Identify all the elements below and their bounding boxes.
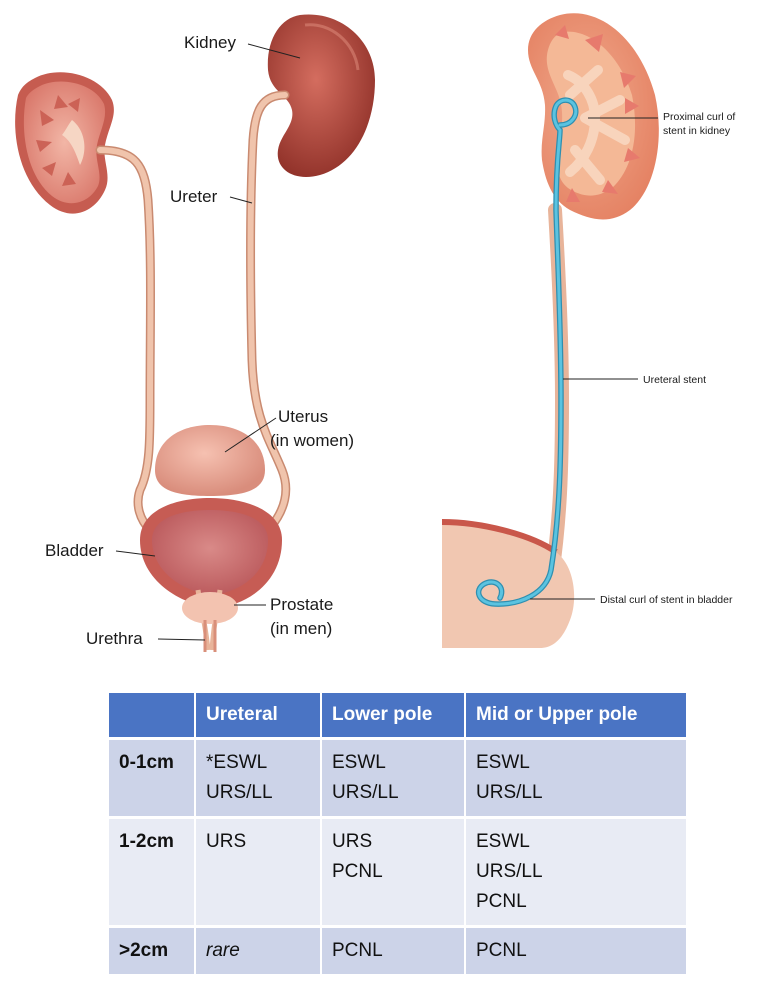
header-ureteral: Ureteral	[196, 693, 322, 740]
row-size: 0-1cm	[109, 740, 196, 819]
right-label-group: Proximal curl of stent in kidney Uretera…	[530, 111, 735, 606]
cell-line: ESWL	[476, 752, 530, 773]
cell-line: URS/LL	[476, 861, 543, 882]
urinary-tract-illustration: Kidney Ureter Uterus (in women) Bladder …	[15, 13, 735, 652]
label-distal-curl: Distal curl of stent in bladder	[600, 594, 733, 606]
label-uterus-line1: Uterus	[278, 407, 328, 426]
cell-mid-upper-pole: PCNL	[466, 928, 686, 977]
header-mid-upper-pole: Mid or Upper pole	[466, 693, 686, 740]
table-header-row: Ureteral Lower pole Mid or Upper pole	[109, 693, 686, 740]
prostate	[182, 592, 238, 652]
table-row: 0-1cm *ESWL URS/LL ESWL URS/LL ESWL URS/…	[109, 740, 686, 819]
cell-line: URS	[206, 831, 247, 852]
cell-lower-pole: PCNL	[322, 928, 466, 977]
left-label-group: Kidney Ureter Uterus (in women) Bladder …	[45, 33, 354, 648]
label-kidney: Kidney	[184, 33, 236, 52]
cell-lower-pole: URS PCNL	[322, 819, 466, 928]
stent-bladder	[441, 519, 575, 648]
bladder	[140, 498, 282, 651]
ureters	[95, 90, 291, 535]
label-uterus-line2: (in women)	[270, 431, 354, 450]
left-kidney-section	[15, 72, 114, 214]
ureteral-stent	[475, 97, 579, 607]
cell-line: PCNL	[476, 891, 527, 912]
cell-mid-upper-pole: ESWL URS/LL PCNL	[466, 819, 686, 928]
label-proximal-curl-line2: stent in kidney	[663, 125, 731, 137]
cell-ureteral: rare	[196, 928, 322, 977]
table-row: >2cm rare PCNL PCNL	[109, 928, 686, 977]
cell-ureteral: *ESWL URS/LL	[196, 740, 322, 819]
cell-line: PCNL	[476, 940, 527, 961]
stent-kidney-section	[528, 13, 659, 220]
label-ureteral-stent: Ureteral stent	[643, 374, 706, 386]
cell-line: ESWL	[332, 752, 386, 773]
cell-ureteral: URS	[196, 819, 322, 928]
cell-line: URS/LL	[332, 782, 399, 803]
cell-line: URS/LL	[476, 782, 543, 803]
header-lower-pole: Lower pole	[322, 693, 466, 740]
cell-line: URS	[332, 831, 373, 852]
label-proximal-curl-line1: Proximal curl of	[663, 111, 735, 123]
label-ureter: Ureter	[170, 187, 218, 206]
cell-line: rare	[206, 940, 240, 961]
label-urethra: Urethra	[86, 629, 143, 648]
label-bladder: Bladder	[45, 541, 104, 560]
cell-line: ESWL	[476, 831, 530, 852]
cell-lower-pole: ESWL URS/LL	[322, 740, 466, 819]
table-row: 1-2cm URS URS PCNL ESWL URS/LL PCNL	[109, 819, 686, 928]
cell-line: URS/LL	[206, 782, 273, 803]
label-prostate-line1: Prostate	[270, 595, 333, 614]
right-kidney-whole	[267, 14, 375, 178]
cell-mid-upper-pole: ESWL URS/LL	[466, 740, 686, 819]
cell-line: *ESWL	[206, 752, 268, 773]
cell-line: PCNL	[332, 940, 383, 961]
header-blank	[109, 693, 196, 740]
uterus	[155, 425, 265, 496]
row-size: 1-2cm	[109, 819, 196, 928]
row-size: >2cm	[109, 928, 196, 977]
treatment-table: Ureteral Lower pole Mid or Upper pole 0-…	[109, 693, 686, 977]
cell-line: PCNL	[332, 861, 383, 882]
label-prostate-line2: (in men)	[270, 619, 332, 638]
